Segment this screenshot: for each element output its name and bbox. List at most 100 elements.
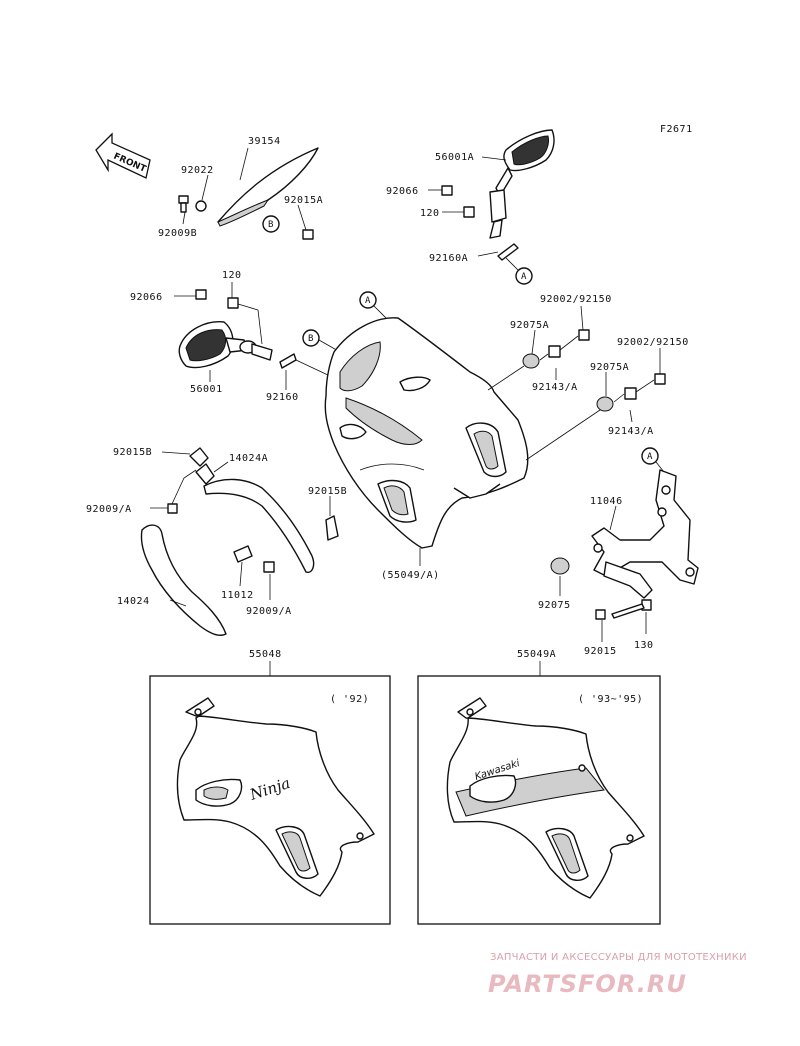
nut-92066-left: [195, 289, 207, 300]
deflector-part-39154: [217, 147, 319, 227]
plate-92160a: [497, 243, 519, 261]
nut-92066-top: [441, 185, 453, 196]
label-92066-top: 92066: [386, 186, 419, 197]
leader-92002-a: [580, 305, 584, 331]
leader-92160-b: [295, 359, 331, 377]
svg-text:B: B: [308, 334, 313, 344]
label-92002-92150-b: 92002/92150: [617, 337, 689, 348]
inset-right-year: ( '93~'95): [578, 694, 643, 705]
leader-92022: [201, 174, 209, 201]
clip-92015b-right: [325, 515, 339, 541]
leader-120-left-b: [237, 303, 263, 345]
label-14024a: 14024A: [229, 453, 268, 464]
label-55048: 55048: [249, 649, 282, 660]
clip-part-11012: [233, 545, 253, 563]
label-55049a-paren: (55049/A): [381, 570, 440, 581]
cover-part-14024: [140, 524, 227, 636]
bolt-92009a-left: [167, 503, 178, 514]
inset-box-55048: [149, 675, 391, 925]
label-130: 130: [634, 640, 654, 651]
leader-92009b: [182, 211, 186, 225]
label-55049a: 55049A: [517, 649, 556, 660]
ref-circle-b-mid: B: [302, 329, 320, 347]
ref-circle-a-mid: A: [359, 291, 377, 309]
leader-92009a-left-b: [171, 469, 197, 505]
label-92160: 92160: [266, 392, 299, 403]
collar-92143a-b: [624, 387, 637, 400]
leader-92015a-top: [297, 204, 307, 231]
stay-bracket-11046: [591, 469, 699, 599]
bolt-130: [611, 599, 652, 619]
inset-box-55049a: [417, 675, 661, 925]
label-92009a-bottom: 92009/A: [246, 606, 292, 617]
label-92022: 92022: [181, 165, 214, 176]
label-92015b-left: 92015B: [113, 447, 152, 458]
leader-92160a: [477, 251, 499, 257]
label-56001: 56001: [190, 384, 223, 395]
clip-92015b-left: [189, 447, 209, 467]
inset-right-cowling: [446, 697, 645, 899]
mirror-part-56001: [178, 321, 273, 369]
leader-14024: [169, 599, 187, 607]
figure-code: F2671: [660, 124, 693, 135]
label-92015a-top: 92015A: [284, 195, 323, 206]
bolt-92002-92150-a: [578, 329, 590, 341]
nut-92015a-top: [302, 229, 314, 240]
grommet-92075a-b: [596, 396, 614, 412]
leader-bolt-b: [635, 379, 655, 393]
bolt-92009a-bottom: [263, 561, 275, 573]
mirror-part-56001a: [489, 129, 555, 239]
leader-grommet-b: [525, 409, 601, 461]
ref-circle-a-top: A: [515, 267, 533, 285]
leader-collar-b: [613, 393, 625, 403]
bolt-92002-92150-b: [654, 373, 666, 385]
watermark-brand: PARTSFOR.RU: [488, 970, 687, 998]
label-56001a: 56001A: [435, 152, 474, 163]
leader-11046: [609, 505, 617, 531]
ref-circle-a-right: A: [641, 447, 659, 465]
label-92075a-a: 92075A: [510, 320, 549, 331]
label-92075a-b: 92075A: [590, 362, 629, 373]
label-92066-left: 92066: [130, 292, 163, 303]
leader-56001a: [481, 156, 507, 161]
leader-collar-a: [539, 353, 549, 361]
collar-92143a-a: [548, 345, 561, 358]
label-92009a-left: 92009/A: [86, 504, 132, 515]
washer-92022: [195, 200, 207, 212]
label-92143a-a: 92143/A: [532, 382, 578, 393]
watermark-caption: ЗАПЧАСТИ И АКСЕССУАРЫ ДЛЯ МОТОТЕХНИКИ: [490, 952, 747, 963]
label-92015b-right: 92015B: [308, 486, 347, 497]
bracket-part-14024a: [195, 463, 315, 573]
label-11046: 11046: [590, 496, 623, 507]
leader-11012: [239, 561, 243, 587]
bolt-120-top: [463, 206, 475, 218]
leader-a-right: [655, 461, 665, 473]
label-92143a-b: 92143/A: [608, 426, 654, 437]
label-92009b: 92009B: [158, 228, 197, 239]
grommet-92075a-a: [522, 353, 540, 369]
label-120-top: 120: [420, 208, 440, 219]
svg-text:A: A: [365, 296, 371, 306]
leader-92015b-left: [161, 451, 191, 455]
svg-text:A: A: [647, 452, 653, 462]
grommet-92075: [550, 557, 570, 575]
label-92002-92150-a: 92002/92150: [540, 294, 612, 305]
plate-92160: [279, 353, 297, 369]
bolt-92015: [595, 609, 606, 620]
ref-circle-b-top: B: [262, 215, 280, 233]
leader-bolt-a: [559, 335, 579, 351]
label-92075: 92075: [538, 600, 571, 611]
label-120-left: 120: [222, 270, 242, 281]
leader-14024a: [213, 461, 229, 473]
leader-39154: [239, 147, 249, 181]
inset-left-year: ( '92): [330, 694, 369, 705]
bolt-92009b: [178, 195, 189, 213]
label-92160a: 92160A: [429, 253, 468, 264]
upper-cowling-55049a: [324, 317, 529, 549]
bolt-120-left: [227, 297, 239, 309]
leader-a-top: [505, 257, 521, 273]
leader-grommet-a: [487, 365, 525, 391]
svg-text:B: B: [268, 220, 273, 230]
label-92015: 92015: [584, 646, 617, 657]
